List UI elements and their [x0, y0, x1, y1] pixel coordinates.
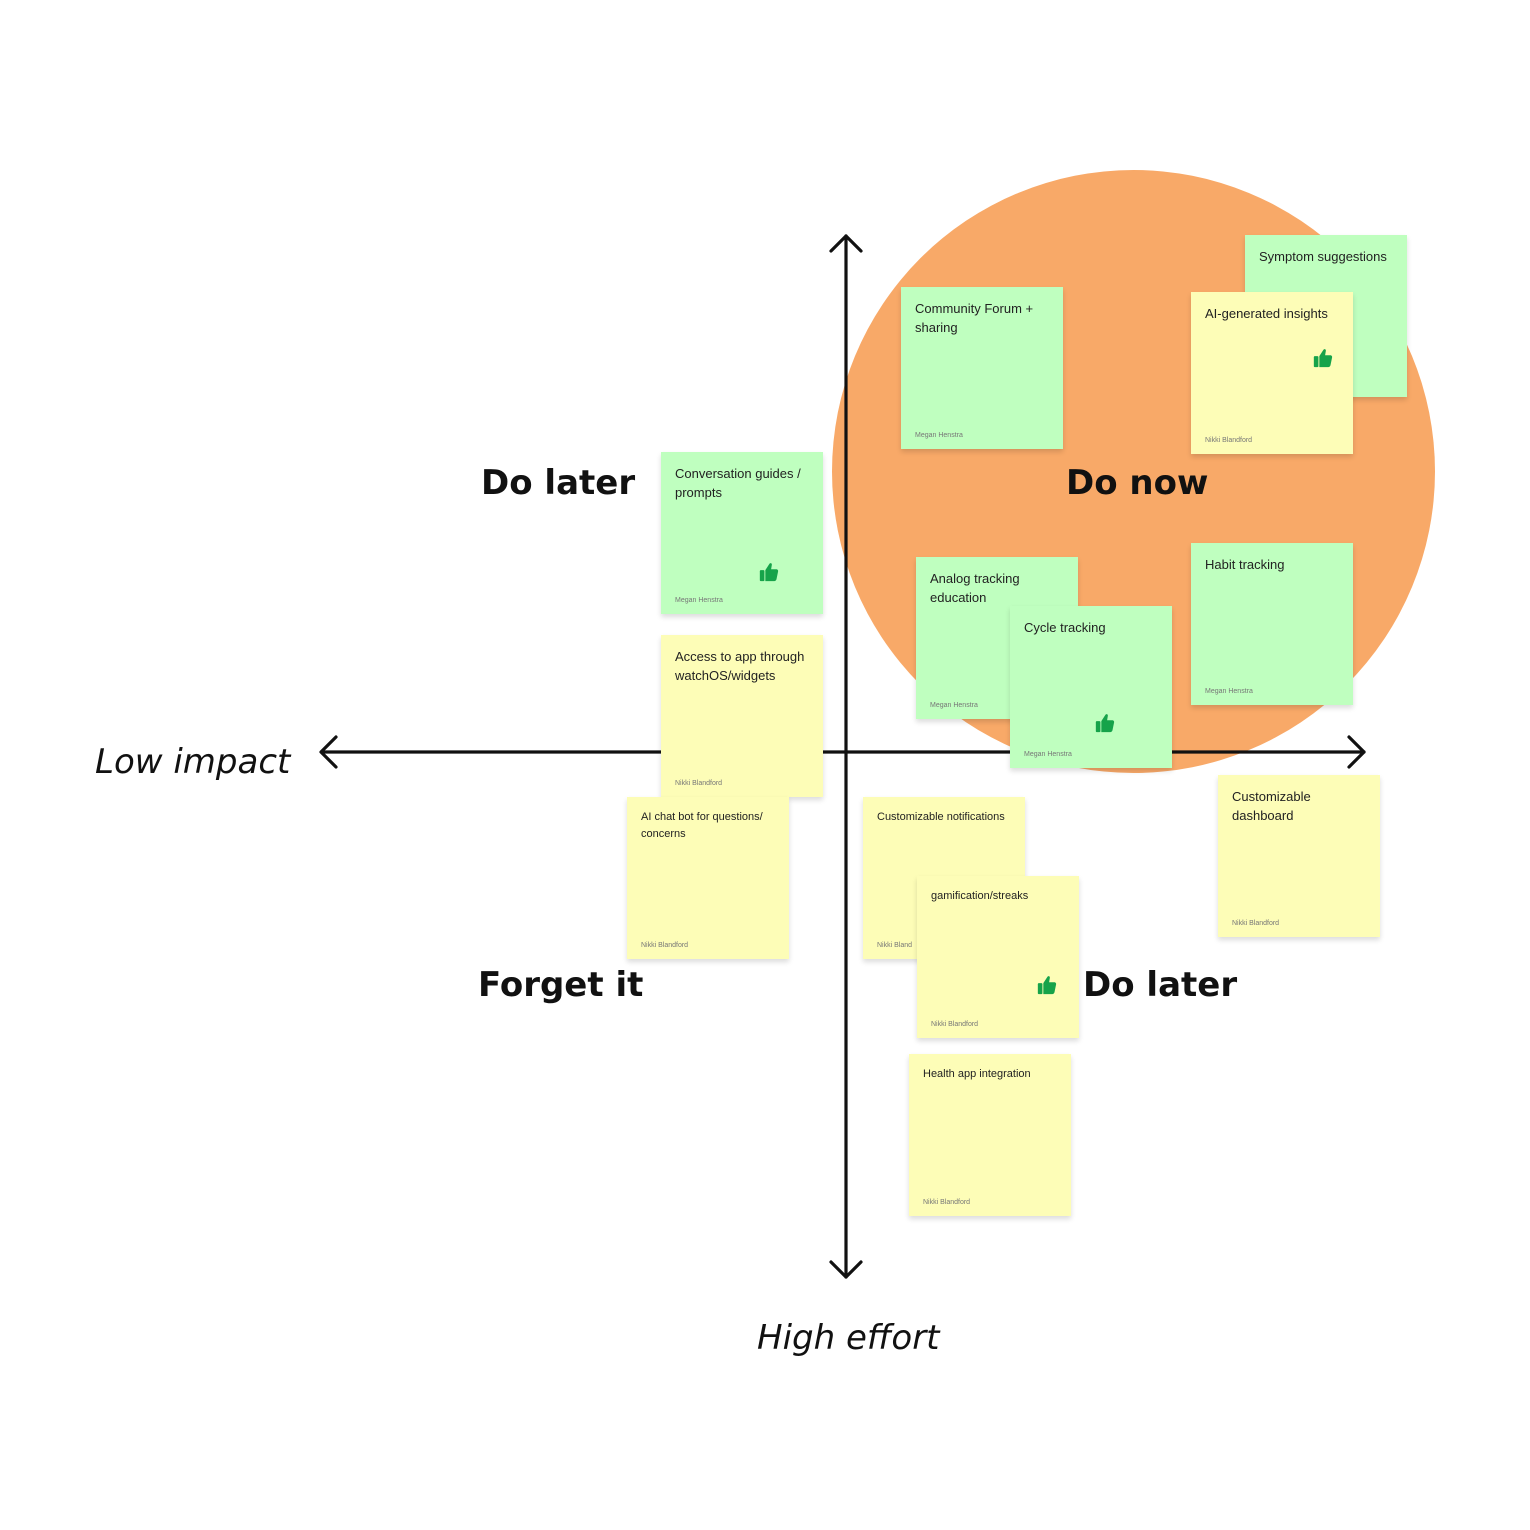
up-arrowhead-icon [829, 234, 863, 253]
sticky-note-watchos-widgets[interactable]: Access to app through watchOS/widgets Ni… [661, 635, 823, 797]
note-author: Nikki Blandford [931, 1021, 979, 1028]
note-author: Megan Henstra [930, 702, 978, 709]
thumbs-up-icon[interactable] [1312, 347, 1334, 369]
sticky-note-gamification-streaks[interactable]: gamification/streaks Nikki Blandford [917, 876, 1079, 1038]
left-arrowhead-icon [319, 735, 338, 769]
note-text: Customizable dashboard [1232, 789, 1311, 823]
high-effort-axis-label: High effort [757, 1318, 940, 1358]
note-text: Customizable notifications [877, 811, 1005, 823]
note-text: Health app integration [923, 1068, 1031, 1080]
note-author: Nikki Blandford [923, 1199, 971, 1206]
note-text: Conversation guides / prompts [675, 466, 801, 500]
sticky-note-customizable-dashboard[interactable]: Customizable dashboard Nikki Blandford [1218, 775, 1380, 937]
sticky-note-conversation-guides[interactable]: Conversation guides / prompts Megan Hens… [661, 452, 823, 614]
sticky-note-ai-generated-insights[interactable]: AI-generated insights Nikki Blandford [1191, 292, 1353, 454]
right-arrowhead-icon [1347, 735, 1366, 769]
quadrant-label-top-right: Do now [1066, 463, 1209, 503]
quadrant-label-top-left: Do later [481, 463, 636, 503]
thumbs-up-icon[interactable] [1036, 974, 1058, 996]
note-author: Megan Henstra [675, 597, 723, 604]
sticky-note-community-forum[interactable]: Community Forum + sharing Megan Henstra [901, 287, 1063, 449]
note-text: Access to app through watchOS/widgets [675, 649, 805, 683]
sticky-note-cycle-tracking[interactable]: Cycle tracking Megan Henstra [1010, 606, 1172, 768]
note-author: Megan Henstra [1205, 688, 1253, 695]
thumbs-up-icon[interactable] [758, 561, 780, 583]
note-text: Symptom suggestions [1259, 249, 1387, 264]
note-author: Nikki Blandford [1205, 437, 1253, 444]
note-text: Community Forum + sharing [915, 301, 1034, 335]
sticky-note-health-app-integration[interactable]: Health app integration Nikki Blandford [909, 1054, 1071, 1216]
note-text: Cycle tracking [1024, 620, 1106, 635]
note-author: Nikki Blandford [1232, 920, 1280, 927]
down-arrowhead-icon [829, 1260, 863, 1279]
note-text: gamification/streaks [931, 890, 1029, 902]
note-text: Habit tracking [1205, 557, 1285, 572]
note-author: Nikki Blandford [675, 780, 723, 787]
quadrant-label-bottom-left: Forget it [478, 965, 644, 1005]
quadrant-label-bottom-right: Do later [1083, 965, 1238, 1005]
low-impact-axis-label: Low impact [95, 742, 291, 782]
sticky-note-ai-chat-bot[interactable]: AI chat bot for questions/ concerns Nikk… [627, 797, 789, 959]
note-text: AI-generated insights [1205, 306, 1328, 321]
thumbs-up-icon[interactable] [1094, 712, 1116, 734]
note-author: Nikki Bland [877, 942, 913, 949]
note-author: Megan Henstra [915, 432, 963, 439]
sticky-note-habit-tracking[interactable]: Habit tracking Megan Henstra [1191, 543, 1353, 705]
note-author: Megan Henstra [1024, 751, 1072, 758]
note-author: Nikki Blandford [641, 942, 689, 949]
note-text: AI chat bot for questions/ concerns [641, 811, 763, 840]
note-text: Analog tracking education [930, 571, 1020, 605]
